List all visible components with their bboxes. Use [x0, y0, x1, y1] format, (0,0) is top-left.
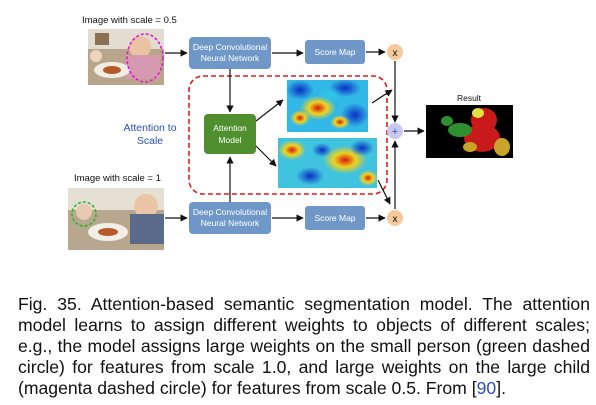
caption-reference-link[interactable]: 90	[476, 378, 497, 398]
dcnn-bottom-line1: Deep Convolutional	[193, 207, 267, 217]
score-map-bottom-label: Score Map	[314, 213, 355, 223]
caption-text: Fig. 35. Attention-based semantic segmen…	[18, 294, 590, 398]
dcnn-top-line1: Deep Convolutional	[193, 42, 267, 52]
dcnn-bottom-line2: Neural Network	[201, 218, 260, 228]
attention-to-scale-line1: Attention to	[123, 122, 176, 134]
attention-to-scale-line2: Scale	[137, 135, 163, 147]
add-op: +	[387, 123, 403, 139]
attention-model-box: Attention Model	[204, 114, 256, 154]
multiply-op-bottom: x	[387, 210, 403, 226]
image-full-label: Image with scale = 1	[74, 173, 161, 184]
multiply-top-symbol: x	[393, 48, 398, 59]
score-map-top-label: Score Map	[314, 47, 355, 57]
result-label: Result	[457, 93, 482, 103]
attention-model-line1: Attention	[213, 123, 247, 133]
add-symbol: +	[392, 126, 398, 138]
dcnn-box-bottom: Deep Convolutional Neural Network	[189, 202, 271, 234]
score-map-bottom: Score Map	[305, 206, 365, 230]
result-segmentation	[426, 105, 513, 158]
dcnn-top-line2: Neural Network	[201, 53, 260, 63]
attention-model-line2: Model	[218, 135, 241, 145]
figure-caption: Fig. 35. Attention-based semantic segmen…	[18, 294, 590, 399]
input-image-full	[68, 188, 164, 250]
score-map-top: Score Map	[305, 40, 365, 64]
attention-heatmap-top	[286, 79, 369, 132]
caption-end: ].	[496, 378, 506, 398]
attention-diagram: Image with scale = 0.5 Image with scale …	[68, 15, 513, 250]
multiply-op-top: x	[387, 44, 403, 60]
dcnn-box-top: Deep Convolutional Neural Network	[189, 37, 271, 69]
multiply-bottom-symbol: x	[393, 214, 398, 225]
input-image-half	[88, 29, 164, 85]
image-half-label: Image with scale = 0.5	[82, 15, 177, 26]
attention-heatmap-bottom	[278, 138, 378, 188]
attention-region	[188, 75, 388, 195]
